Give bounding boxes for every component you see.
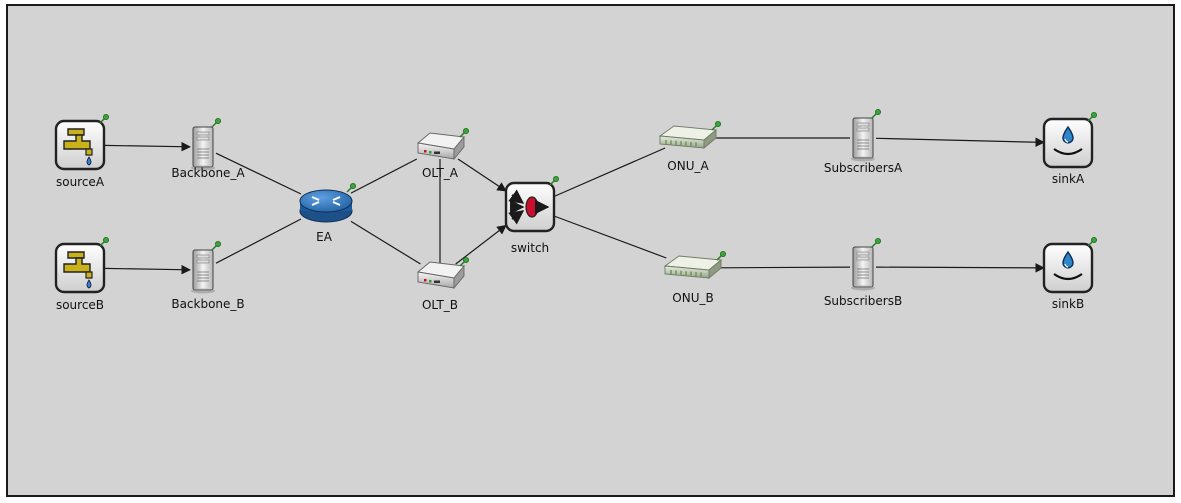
link-onuB-subB[interactable] [720, 266, 851, 269]
node-onuA[interactable]: ONU_A [658, 120, 721, 173]
node-sourceA[interactable]: sourceA [54, 113, 109, 189]
link-subA-sinkA[interactable] [875, 137, 1045, 147]
link-ea-oltB[interactable] [350, 220, 421, 265]
link-sourceB-backboneB[interactable] [103, 264, 191, 275]
link-oltA-switch[interactable] [457, 158, 507, 192]
pin-icon [549, 175, 559, 186]
node-backboneB[interactable]: Backbone_B [171, 240, 245, 311]
server-icon [851, 246, 875, 291]
switch-icon [504, 181, 556, 233]
node-sinkB[interactable]: sinkB [1042, 236, 1097, 311]
node-onuB[interactable]: ONU_B [663, 250, 726, 305]
link-ea-oltA[interactable] [350, 158, 418, 194]
faucet-icon [54, 119, 106, 171]
link-subB-sinkB[interactable] [875, 263, 1045, 273]
node-sinkA[interactable]: sinkA [1042, 111, 1097, 186]
pin-icon [211, 117, 221, 128]
sink-drop-icon [1042, 242, 1094, 294]
node-label: sourceA [56, 175, 105, 189]
link-switch-onuA[interactable] [553, 147, 666, 198]
pin-icon [211, 240, 221, 251]
modem-icon [658, 125, 718, 149]
pin-icon [346, 182, 356, 193]
pin-icon [711, 120, 721, 131]
node-label: sourceB [56, 298, 104, 312]
link-oltB-switch[interactable] [455, 224, 507, 265]
node-label: EA [316, 230, 333, 244]
pin-icon [99, 113, 109, 124]
node-backboneA[interactable]: Backbone_A [171, 117, 245, 180]
network-box-icon [416, 261, 465, 290]
pin-icon [459, 256, 469, 267]
node-label: SubscribersB [824, 294, 902, 308]
server-icon [191, 249, 215, 294]
node-sourceB[interactable]: sourceB [54, 236, 109, 312]
pin-icon [1087, 236, 1097, 247]
links-layer [103, 137, 1045, 275]
pin-icon [459, 127, 469, 138]
sink-drop-icon [1042, 117, 1094, 169]
pin-icon [871, 108, 881, 119]
pin-icon [716, 250, 726, 261]
node-subA[interactable]: SubscribersA [824, 108, 903, 175]
nodes-layer: sourceA sourceB Backbone_A Backbone_B EA OLT_… [54, 108, 1097, 312]
pin-icon [871, 237, 881, 248]
faucet-icon [54, 242, 106, 294]
link-backboneA-ea[interactable] [215, 152, 302, 195]
node-label: sinkA [1052, 172, 1085, 186]
link-sourceA-backboneA[interactable] [103, 141, 191, 152]
node-label: Backbone_B [171, 297, 244, 311]
node-switch[interactable]: switch [504, 175, 559, 255]
node-label: sinkB [1052, 297, 1084, 311]
server-icon [191, 126, 215, 171]
network-box-icon [416, 132, 465, 161]
node-label: OLT_A [422, 166, 459, 180]
node-label: SubscribersA [824, 161, 903, 175]
node-label: Backbone_A [171, 166, 245, 180]
node-label: OLT_B [422, 298, 458, 312]
modem-icon [663, 255, 723, 279]
node-label: ONU_A [667, 159, 709, 173]
node-label: switch [511, 241, 549, 255]
pin-icon [99, 236, 109, 247]
node-label: ONU_B [672, 291, 713, 305]
node-oltA[interactable]: OLT_A [416, 127, 469, 180]
link-backboneB-ea[interactable] [215, 218, 302, 264]
router-icon [299, 189, 353, 223]
link-switch-onuB[interactable] [553, 215, 667, 259]
server-icon [851, 117, 875, 162]
node-ea[interactable]: EA [299, 182, 356, 244]
pin-icon [1087, 111, 1097, 122]
node-oltB[interactable]: OLT_B [416, 256, 469, 312]
node-subB[interactable]: SubscribersB [824, 237, 902, 308]
